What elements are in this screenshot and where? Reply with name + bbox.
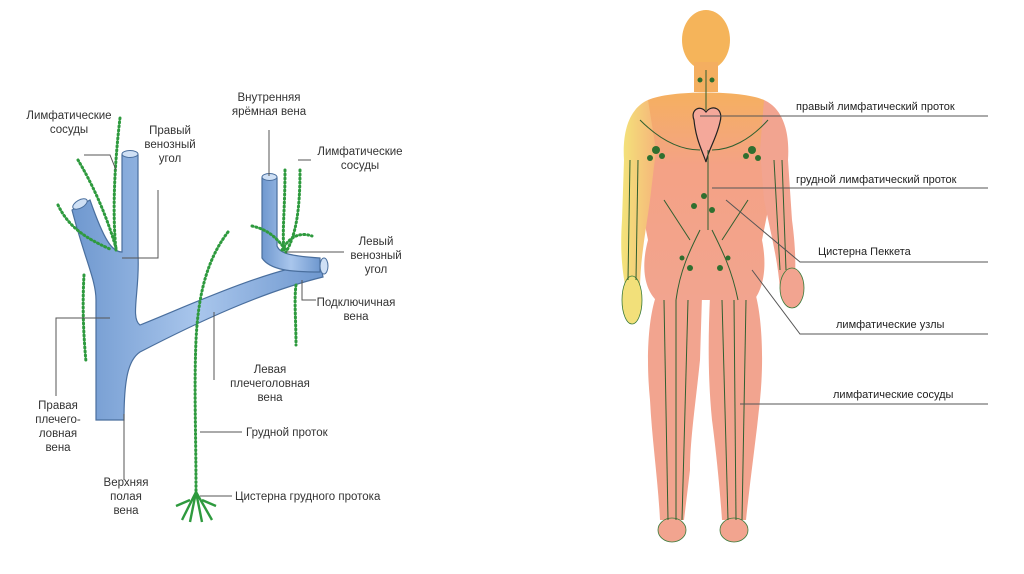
- right-vein-opening: [121, 150, 139, 158]
- label-line: вена: [343, 311, 369, 323]
- left-arm: [621, 100, 656, 290]
- label-line: плечеголовная: [230, 378, 310, 390]
- label-line: венозный: [350, 250, 402, 262]
- label-line: полая: [110, 491, 142, 503]
- label-right-brachiocephalic-vein: Правая плечего- ловная вена: [28, 399, 88, 455]
- leader-lines-right: [700, 115, 988, 405]
- right-hand: [779, 267, 805, 309]
- head: [682, 10, 730, 70]
- lymph-node-clusters: [647, 77, 761, 271]
- label-line: Правая: [38, 400, 78, 412]
- label-lymph-vessels-body: лимфатические сосуды: [833, 389, 954, 401]
- label-line: Правый: [149, 125, 191, 137]
- label-line: Верхняя: [103, 477, 149, 489]
- label-cisterna-chyli: Цистерна грудного протока: [235, 491, 381, 503]
- label-lymph-nodes: лимфатические узлы: [836, 319, 945, 331]
- label-thoracic-lymphatic-duct: грудной лимфатический проток: [796, 174, 957, 186]
- label-line: ловная: [38, 428, 78, 440]
- label-line: ярёмная вена: [231, 106, 307, 118]
- cisterna-thoracic-duct: [175, 491, 217, 523]
- leader-lines-left: [55, 130, 344, 497]
- label-line: сосуды: [340, 160, 380, 172]
- label-superior-vena-cava: Верхняя полая вена: [96, 476, 156, 518]
- label-cisterna-pecquet: Цистерна Пеккета: [818, 246, 911, 258]
- human-body-figure: [621, 10, 988, 543]
- label-line: угол: [364, 264, 388, 276]
- label-lymph-vessels-left: Лимфатические сосуды: [26, 109, 112, 137]
- label-line: Левый: [358, 236, 394, 248]
- label-line: сосуды: [49, 124, 89, 136]
- left-vein-opening: [72, 198, 88, 210]
- right-arm: [760, 100, 796, 290]
- internal-jugular-vein: [261, 177, 321, 273]
- label-line: Внутренняя: [237, 92, 301, 104]
- subclavian-vein-opening: [319, 257, 329, 275]
- label-line: вена: [113, 505, 139, 517]
- right-foot: [719, 517, 749, 543]
- label-internal-jugular-vein: Внутренняя ярёмная вена: [226, 91, 312, 119]
- label-line: Подключичная: [316, 297, 396, 309]
- label-subclavian-vein: Подключичная вена: [316, 296, 396, 324]
- label-right-venous-angle: Правый венозный угол: [140, 124, 200, 166]
- label-line: угол: [158, 153, 182, 165]
- venous-angle-diagram: [55, 116, 344, 523]
- label-line: вена: [257, 392, 283, 404]
- label-line: венозный: [144, 139, 196, 151]
- label-line: плечего-: [35, 414, 81, 426]
- body-lymph-vessels: [627, 70, 787, 521]
- label-line: вена: [45, 442, 71, 454]
- label-left-brachiocephalic-vein: Левая плечеголовная вена: [222, 363, 318, 405]
- label-line: Лимфатические: [317, 146, 403, 158]
- left-hand: [621, 275, 643, 325]
- heart: [692, 107, 722, 163]
- label-left-venous-angle: Левый венозный угол: [346, 235, 406, 277]
- label-right-lymphatic-duct: правый лимфатический проток: [796, 101, 955, 113]
- left-leg: [648, 296, 702, 520]
- label-line: Лимфатические: [26, 110, 112, 122]
- superior-vena-cava: [71, 154, 324, 421]
- label-line: Левая: [253, 364, 287, 376]
- left-foot: [657, 517, 687, 543]
- label-lymph-vessels-right: Лимфатические сосуды: [312, 145, 408, 173]
- lymph-vessels-left-diagram: [56, 116, 314, 494]
- label-thoracic-duct: Грудной проток: [246, 427, 328, 439]
